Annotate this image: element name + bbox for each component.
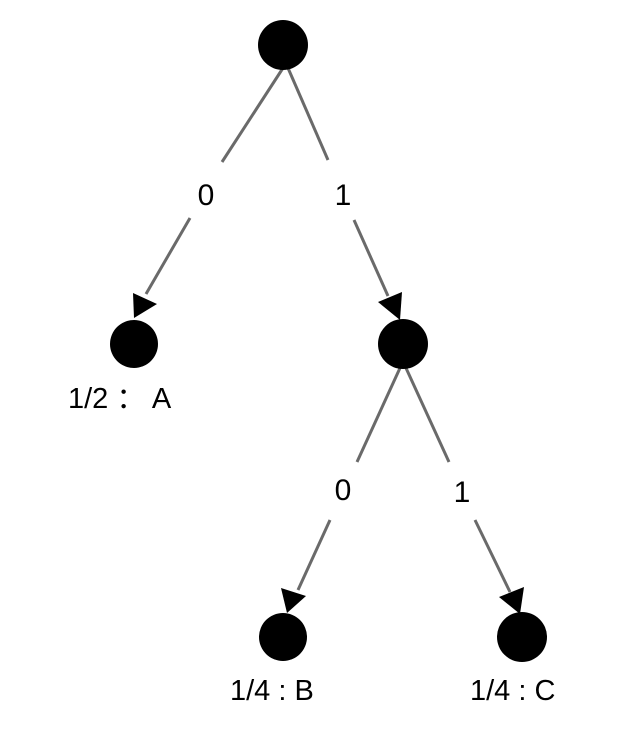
arrowhead-icon	[281, 588, 306, 613]
node-inner	[378, 319, 428, 369]
edge-line	[404, 367, 451, 463]
edge-label-0: 0	[198, 179, 215, 212]
arrowhead-icon	[378, 292, 402, 320]
edge-line	[352, 219, 390, 297]
leaf-label-c: 1/4 : C	[470, 675, 555, 707]
edge-inner-to-leaf-c: 1	[404, 367, 524, 614]
edge-line	[286, 67, 330, 161]
node-leaf-b	[259, 613, 307, 661]
arrowhead-icon	[499, 587, 524, 614]
edge-line	[144, 217, 192, 295]
edge-inner-to-leaf-b: 0	[281, 367, 402, 613]
edge-label-0: 0	[335, 474, 352, 507]
node-leaf-c	[497, 612, 547, 662]
node-leaf-a	[110, 320, 158, 368]
edge-root-to-leaf-a: 0	[133, 67, 285, 318]
edge-line	[220, 67, 285, 163]
edge-line	[296, 519, 332, 591]
edge-label-1: 1	[335, 179, 352, 212]
edge-line	[355, 367, 402, 463]
leaf-label-a: 1/2 ： A	[68, 383, 172, 415]
node-root	[258, 20, 308, 70]
edge-label-1: 1	[454, 476, 471, 509]
edge-root-to-inner: 1	[286, 67, 402, 320]
leaf-label-b: 1/4 : B	[230, 675, 314, 707]
arrowhead-icon	[133, 293, 157, 318]
edge-line	[473, 519, 512, 593]
